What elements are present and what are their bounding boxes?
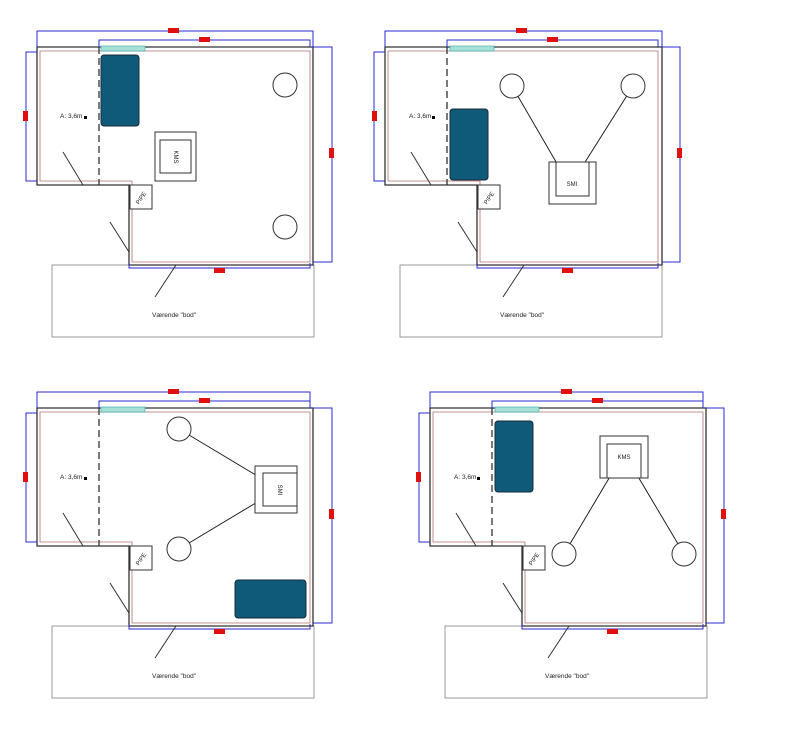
door-swings	[410, 151, 525, 298]
dimension-lines	[373, 30, 681, 269]
shed-label: Værende "bod"	[500, 312, 545, 319]
desk-label: SMI	[276, 485, 282, 496]
area-label: A: 3,6m	[409, 113, 431, 120]
area-label: A: 3,6m	[60, 474, 82, 481]
dimension-markers	[372, 28, 682, 273]
desk: SMI	[254, 465, 298, 514]
floor-plan-3: Værende "bod" PIPE	[23, 389, 334, 699]
area-marker	[432, 116, 435, 119]
shed-outline	[444, 625, 708, 699]
shed-outline	[51, 264, 315, 338]
desk-label: SMI	[567, 182, 578, 188]
area-marker	[84, 477, 87, 480]
shed-label: Værende "bod"	[545, 673, 590, 680]
couch	[494, 420, 534, 493]
speaker	[551, 541, 577, 567]
area-marker	[84, 116, 87, 119]
floor-plan-2: Værende "bod" PIPE	[372, 28, 682, 338]
pipe-box: PIPE	[129, 184, 153, 210]
door-swings	[62, 151, 177, 298]
window	[100, 45, 146, 52]
shed-label: Værende "bod"	[152, 673, 197, 680]
window	[100, 406, 146, 413]
dimension-markers	[23, 389, 334, 634]
area-marker	[477, 477, 480, 480]
area-label: A: 3,6m	[454, 474, 476, 481]
floor-plan-4: Værende "bod" PIPE	[416, 389, 726, 699]
room-walls	[429, 407, 707, 627]
couch	[449, 108, 489, 181]
couch	[100, 54, 140, 127]
speaker	[499, 73, 525, 99]
speaker	[272, 72, 298, 98]
speaker	[166, 416, 192, 442]
dimension-markers	[23, 28, 334, 273]
pipe-box: PIPE	[477, 184, 501, 210]
desk: KMS	[599, 435, 649, 479]
room-walls	[384, 46, 663, 266]
pipe-box: PIPE	[129, 545, 153, 571]
pipe-box: PIPE	[522, 545, 546, 571]
desk: KMS	[154, 131, 197, 182]
desk-label: KMS	[172, 150, 178, 163]
speaker	[671, 541, 697, 567]
shed-outline	[51, 625, 315, 699]
desk: SMI	[548, 161, 597, 205]
dimension-markers	[416, 389, 726, 634]
shed-label: Værende "bod"	[152, 312, 197, 319]
speaker	[620, 73, 646, 99]
dimension-lines	[418, 391, 725, 630]
desk-label: KMS	[617, 455, 630, 461]
speaker	[272, 214, 298, 240]
door-swings	[455, 512, 570, 659]
window	[494, 406, 540, 413]
area-label: A: 3,6m	[60, 113, 82, 120]
floor-plan-1: Værende "bod" PIPE	[23, 28, 334, 338]
speaker	[166, 536, 192, 562]
shed-outline	[399, 264, 663, 338]
window	[449, 45, 495, 52]
couch	[234, 579, 307, 619]
door-swings	[62, 512, 177, 659]
